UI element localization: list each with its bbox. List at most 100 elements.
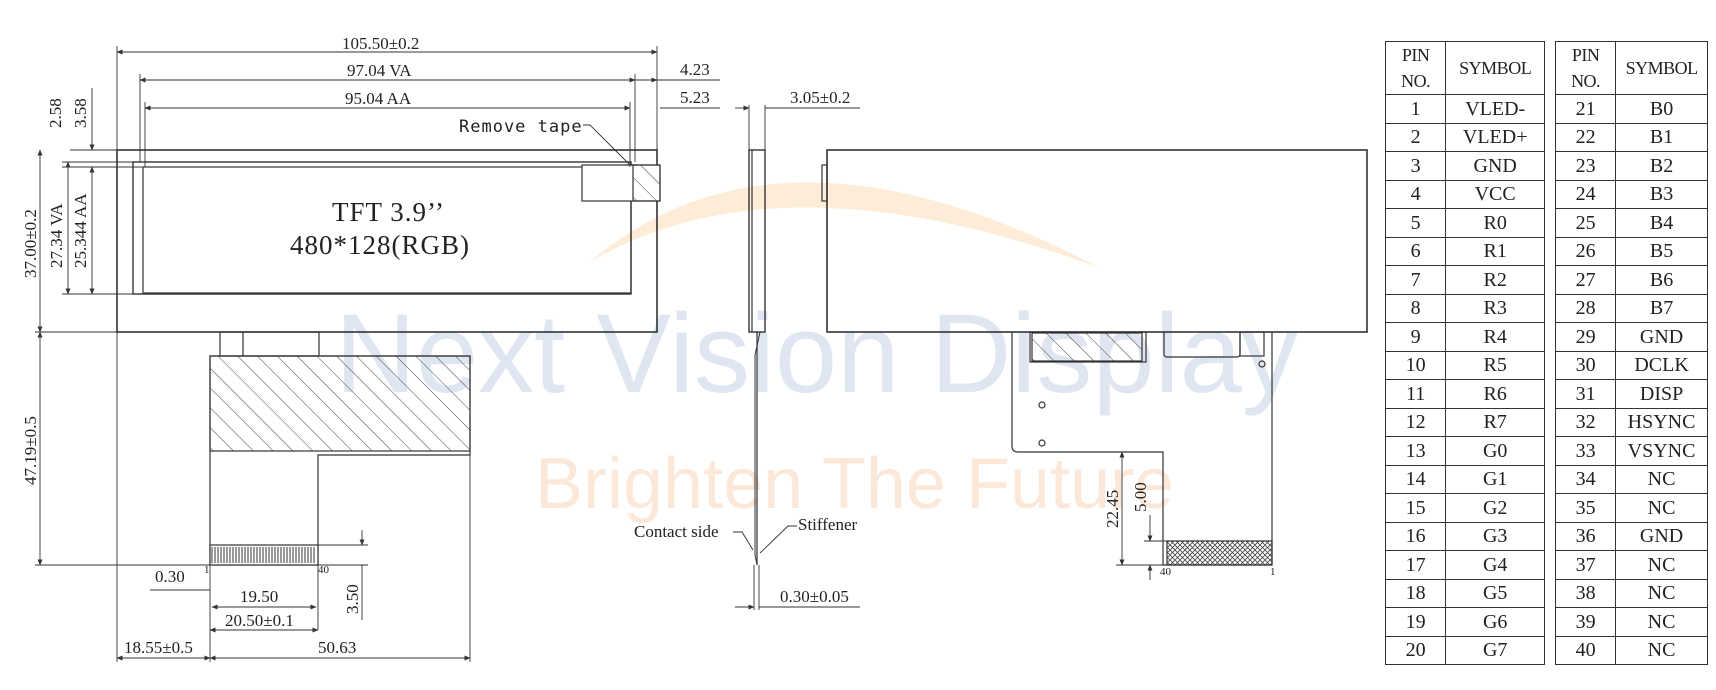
dim-top-va: 2.58 bbox=[46, 98, 65, 128]
pin-symbol: R2 bbox=[1445, 265, 1545, 295]
display-size-label: TFT 3.9’’ bbox=[332, 197, 445, 227]
pin-symbol: G7 bbox=[1445, 635, 1545, 665]
dim-aa-width: 95.04 AA bbox=[345, 89, 412, 108]
dim-connector-width: 20.50±0.1 bbox=[225, 611, 294, 630]
dim-back-fpc-length: 22.45 bbox=[1103, 490, 1122, 528]
pin-symbol: VLED- bbox=[1445, 94, 1545, 124]
pin-number: 39 bbox=[1554, 607, 1617, 637]
pin-number: 25 bbox=[1554, 208, 1617, 238]
pin-symbol: GND bbox=[1615, 322, 1708, 352]
pin-number: 28 bbox=[1554, 293, 1617, 323]
dim-aa-height: 25.344 AA bbox=[71, 193, 90, 268]
pin-number: 24 bbox=[1554, 179, 1617, 209]
pin-number: 18 bbox=[1384, 578, 1447, 608]
pin-symbol: B4 bbox=[1615, 208, 1708, 238]
pin-number: 12 bbox=[1384, 407, 1447, 437]
dim-module-thickness: 3.05±0.2 bbox=[790, 88, 850, 107]
pin-symbol: B6 bbox=[1615, 265, 1708, 295]
pin-symbol: NC bbox=[1615, 493, 1708, 523]
pin-no-header: PIN NO. bbox=[1384, 41, 1447, 95]
dim-fpc-thickness: 0.30±0.05 bbox=[780, 587, 849, 606]
pin-symbol: G0 bbox=[1445, 436, 1545, 466]
back-view-dim-lines bbox=[1116, 451, 1167, 580]
pin-number: 35 bbox=[1554, 493, 1617, 523]
front-view-dim-lines bbox=[35, 46, 720, 662]
pin-symbol: GND bbox=[1615, 521, 1708, 551]
front-view-contacts bbox=[211, 547, 315, 563]
pin-number: 16 bbox=[1384, 521, 1447, 551]
pin-symbol: R6 bbox=[1445, 379, 1545, 409]
pin-number: 23 bbox=[1554, 151, 1617, 181]
pin-number: 3 bbox=[1384, 151, 1447, 181]
pin-number: 14 bbox=[1384, 464, 1447, 494]
pin-symbol: NC bbox=[1615, 550, 1708, 580]
pin-number: 19 bbox=[1384, 607, 1447, 637]
watermark-title: Next Vision Display bbox=[335, 291, 1298, 416]
pin-table-header: PIN NO. SYMBOL bbox=[1554, 41, 1708, 95]
pin-number: 30 bbox=[1554, 350, 1617, 380]
pin-symbol: DCLK bbox=[1615, 350, 1708, 380]
pin-table-header: PIN NO. SYMBOL bbox=[1384, 41, 1545, 95]
pin-number: 40 bbox=[1554, 635, 1617, 665]
pin-symbol: G3 bbox=[1445, 521, 1545, 551]
side-view-dim-lines bbox=[733, 105, 860, 610]
pin-number: 29 bbox=[1554, 322, 1617, 352]
pin-number: 32 bbox=[1554, 407, 1617, 437]
pin-number: 1 bbox=[1384, 94, 1447, 124]
symbol-header: SYMBOL bbox=[1615, 41, 1708, 95]
dim-fpc-length: 47.19±0.5 bbox=[21, 416, 40, 485]
pin-number: 34 bbox=[1554, 464, 1617, 494]
pin-number: 33 bbox=[1554, 436, 1617, 466]
dim-va-height: 27.34 VA bbox=[47, 203, 66, 268]
pin-symbol: G5 bbox=[1445, 578, 1545, 608]
pin-number: 10 bbox=[1384, 350, 1447, 380]
pin-symbol: NC bbox=[1615, 607, 1708, 637]
pin-symbol: VCC bbox=[1445, 179, 1545, 209]
pin-number: 9 bbox=[1384, 322, 1447, 352]
pin-symbol: B2 bbox=[1615, 151, 1708, 181]
pin-number: 20 bbox=[1384, 635, 1447, 665]
pin-number: 17 bbox=[1384, 550, 1447, 580]
front-pin-first-label: 1 bbox=[204, 564, 210, 576]
watermark-subtitle: Brighten The Future bbox=[535, 444, 1174, 524]
pin-symbol: B7 bbox=[1615, 293, 1708, 323]
contact-side-label: Contact side bbox=[634, 522, 719, 541]
pin-number: 31 bbox=[1554, 379, 1617, 409]
pin-number: 6 bbox=[1384, 236, 1447, 266]
pin-symbol: HSYNC bbox=[1615, 407, 1708, 437]
dim-contact-length: 3.50 bbox=[343, 584, 362, 614]
pin-number: 13 bbox=[1384, 436, 1447, 466]
dim-fpc-offset: 18.55±0.5 bbox=[124, 638, 193, 657]
dim-right-aa: 5.23 bbox=[680, 88, 710, 107]
pin-number: 15 bbox=[1384, 493, 1447, 523]
front-pin-last-label: 40 bbox=[318, 564, 330, 576]
